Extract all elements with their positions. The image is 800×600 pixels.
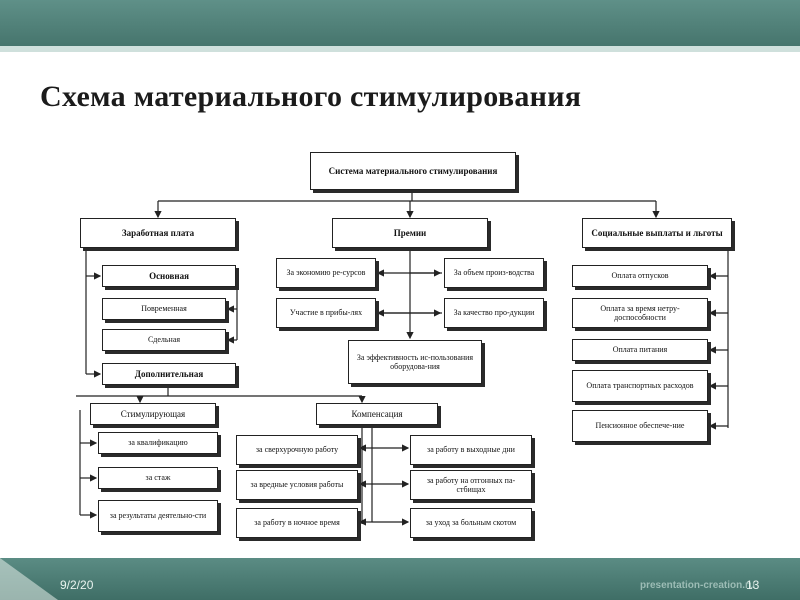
top-banner-strip	[0, 46, 800, 52]
social-payments-box: Социальные выплаты и льготы	[582, 218, 732, 248]
footer-decoration	[0, 558, 58, 600]
top-banner	[0, 0, 800, 46]
incentive-item-qualification: за квалификацию	[98, 432, 218, 454]
social-pension: Пенсионное обеспече-ние	[572, 410, 708, 442]
footer-date: 9/2/20	[60, 578, 94, 592]
piece-rate-box: Сдельная	[102, 329, 226, 351]
basic-salary-box: Основная	[102, 265, 236, 287]
social-meal-pay: Оплата питания	[572, 339, 708, 361]
compensation-night-work: за работу в ночное время	[236, 508, 358, 538]
bonus-equipment-efficiency: За эффективность ис-пользования оборудов…	[348, 340, 482, 384]
salary-box: Заработная плата	[80, 218, 236, 248]
compensation-box: Компенсация	[316, 403, 438, 425]
bonus-production-volume: За объем произ-водства	[444, 258, 544, 288]
additional-salary-box: Дополнительная	[102, 363, 236, 385]
slide-number: 13	[746, 578, 760, 592]
footer-bar: 9/2/20 presentation-creation.ru 13	[0, 558, 800, 600]
compensation-overtime: за сверхурочную работу	[236, 435, 358, 465]
root-system-box: Система материального стимулирования	[310, 152, 516, 190]
compensation-livestock-care: за уход за больным скотом	[410, 508, 532, 538]
compensation-pastures: за работу на отгонных па-стбищах	[410, 470, 532, 500]
compensation-harmful-conditions: за вредные условия работы	[236, 470, 358, 500]
bonus-profit-sharing: Участие в прибы-лях	[276, 298, 376, 328]
compensation-weekend-work: за работу в выходные дни	[410, 435, 532, 465]
bonus-product-quality: За качество про-дукции	[444, 298, 544, 328]
social-sick-pay: Оплата за время нетру-доспособности	[572, 298, 708, 328]
bonuses-box: Премии	[332, 218, 488, 248]
brand-watermark: presentation-creation.ru	[640, 580, 756, 591]
incentive-box: Стимулирующая	[90, 403, 216, 425]
incentive-item-seniority: за стаж	[98, 467, 218, 489]
social-vacation-pay: Оплата отпусков	[572, 265, 708, 287]
slide-title: Схема материального стимулирования	[40, 80, 582, 113]
time-based-box: Повременная	[102, 298, 226, 320]
social-transport-pay: Оплата транспортных расходов	[572, 370, 708, 402]
incentive-item-results: за результаты деятельно-сти	[98, 500, 218, 532]
bonus-resource-saving: За экономию ре-сурсов	[276, 258, 376, 288]
